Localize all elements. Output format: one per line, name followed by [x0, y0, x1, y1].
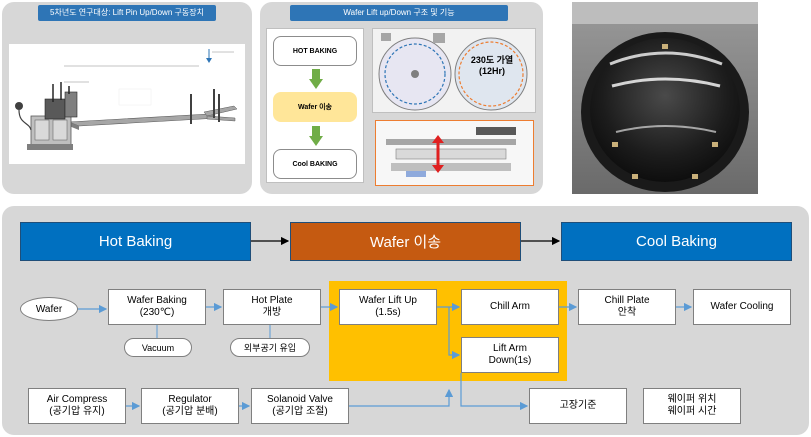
wafer-baking-box: Wafer Baking (230℃)	[108, 289, 206, 325]
wafer-chamber-photo	[572, 2, 758, 194]
lift-pin-mechanism-image	[15, 49, 238, 150]
stage-cool-baking: Cool Baking	[561, 222, 792, 261]
down-arrow-icon	[309, 69, 323, 89]
lift-section-drawing	[375, 120, 534, 186]
top-left-panel: 5차년도 연구대상: Lift Pin Up/Down 구동장치	[2, 2, 252, 194]
lift-arm-down-box: Lift Arm Down(1s)	[461, 337, 559, 373]
air-compress-box: Air Compress (공기압 유지)	[28, 388, 126, 424]
hot-plate-open-box: Hot Plate 개방	[223, 289, 321, 325]
wafer-lift-up-box: Wafer Lift Up (1.5s)	[339, 289, 437, 325]
lift-section-image	[376, 121, 533, 185]
lift-pin-drawing	[9, 44, 245, 164]
baking-chamber-drawing: 230도 가열 (12Hr)	[372, 28, 536, 113]
top-left-panel-title: 5차년도 연구대상: Lift Pin Up/Down 구동장치	[38, 5, 216, 21]
heating-label: 230도 가열 (12Hr)	[470, 55, 514, 76]
wafer-photo-image	[572, 2, 758, 194]
top-middle-panel-title: Wafer Lift up/Down 구조 및 기능	[290, 5, 508, 21]
process-steps-card: HOT BAKING Wafer 이송 Cool BAKING	[266, 28, 364, 183]
chill-arm-box: Chill Arm	[461, 289, 559, 325]
vacuum-pill: Vacuum	[124, 338, 192, 357]
top-middle-panel: Wafer Lift up/Down 구조 및 기능 HOT BAKING Wa…	[260, 2, 543, 194]
chill-plate-box: Chill Plate 안착	[578, 289, 676, 325]
solenoid-valve-box: Solanoid Valve (공기압 조절)	[251, 388, 349, 424]
wafer-position-time-box: 웨이퍼 위치 웨이퍼 시간	[643, 388, 741, 424]
stage-hot-baking: Hot Baking	[20, 222, 251, 261]
hot-baking-step: HOT BAKING	[273, 36, 357, 66]
fault-criteria-box: 고장기준	[529, 388, 627, 424]
outside-air-pill: 외부공기 유입	[230, 338, 310, 357]
wafer-start-node: Wafer	[20, 297, 78, 321]
cool-baking-step: Cool BAKING	[273, 149, 357, 179]
stage-wafer-transfer: Wafer 이송	[290, 222, 521, 261]
regulator-box: Regulator (공기압 분배)	[141, 388, 239, 424]
chamber-top-view-image	[373, 29, 535, 112]
wafer-cooling-box: Wafer Cooling	[693, 289, 791, 325]
down-arrow-icon	[309, 126, 323, 146]
wafer-transfer-step: Wafer 이송	[273, 92, 357, 122]
